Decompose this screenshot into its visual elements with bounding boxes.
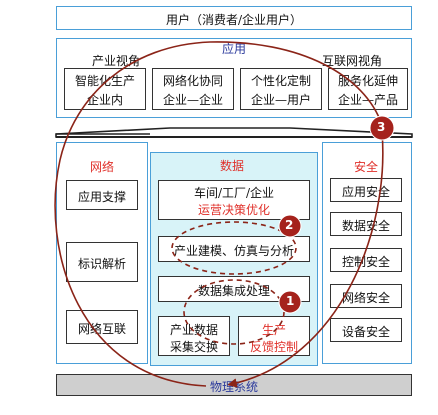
data-box-integration: 数据集成处理: [158, 276, 310, 302]
network-item-app-support: 应用支撑: [66, 180, 138, 210]
user-bar: 用户（消费者/企业用户）: [56, 6, 412, 30]
big-loop-arrow: [54, 41, 385, 387]
big-loop-return-arrow: [227, 131, 384, 388]
loop-1-path: [183, 279, 285, 345]
network-title: 网络: [90, 160, 115, 174]
data-box-feedback-control: 生产 反馈控制: [238, 316, 310, 356]
network-item-interconnection: 网络互联: [66, 310, 138, 344]
app-box-network-collaboration: 网络化协同 企业—企业: [152, 68, 234, 110]
loop-2-badge: [278, 214, 302, 238]
loop-1-badge: [278, 290, 302, 314]
security-item-data: 数据安全: [330, 212, 402, 236]
app-box-smart-production: 智能化生产 企业内: [64, 68, 146, 110]
security-item-application: 应用安全: [330, 178, 402, 202]
data-box-operation-decision: 车间/工厂/企业 运营决策优化: [158, 180, 310, 220]
data-box-modeling-simulation: 产业建模、仿真与分析: [158, 236, 310, 262]
user-bar-label: 用户（消费者/企业用户）: [165, 13, 303, 27]
loop-1-number: 1: [286, 294, 295, 308]
application-title: 应用: [222, 42, 247, 56]
data-title: 数据: [220, 159, 245, 173]
internet-view-label: 互联网视角: [322, 54, 383, 68]
security-item-device: 设备安全: [330, 318, 402, 342]
security-item-network: 网络安全: [330, 284, 402, 308]
loop-2-path: [171, 221, 297, 275]
loop-3-number: 3: [377, 120, 386, 134]
app-box-service-extension: 服务化延伸 企业—产品: [328, 68, 408, 110]
network-item-identifier-resolution: 标识解析: [66, 242, 138, 282]
data-box-collection-exchange: 产业数据 采集交换: [158, 316, 230, 356]
app-box-personalized-customization: 个性化定制 企业—用户: [240, 68, 322, 110]
loop-2-number: 2: [285, 218, 294, 232]
loop-3-badge: [369, 115, 395, 141]
security-title: 安全: [354, 160, 379, 174]
